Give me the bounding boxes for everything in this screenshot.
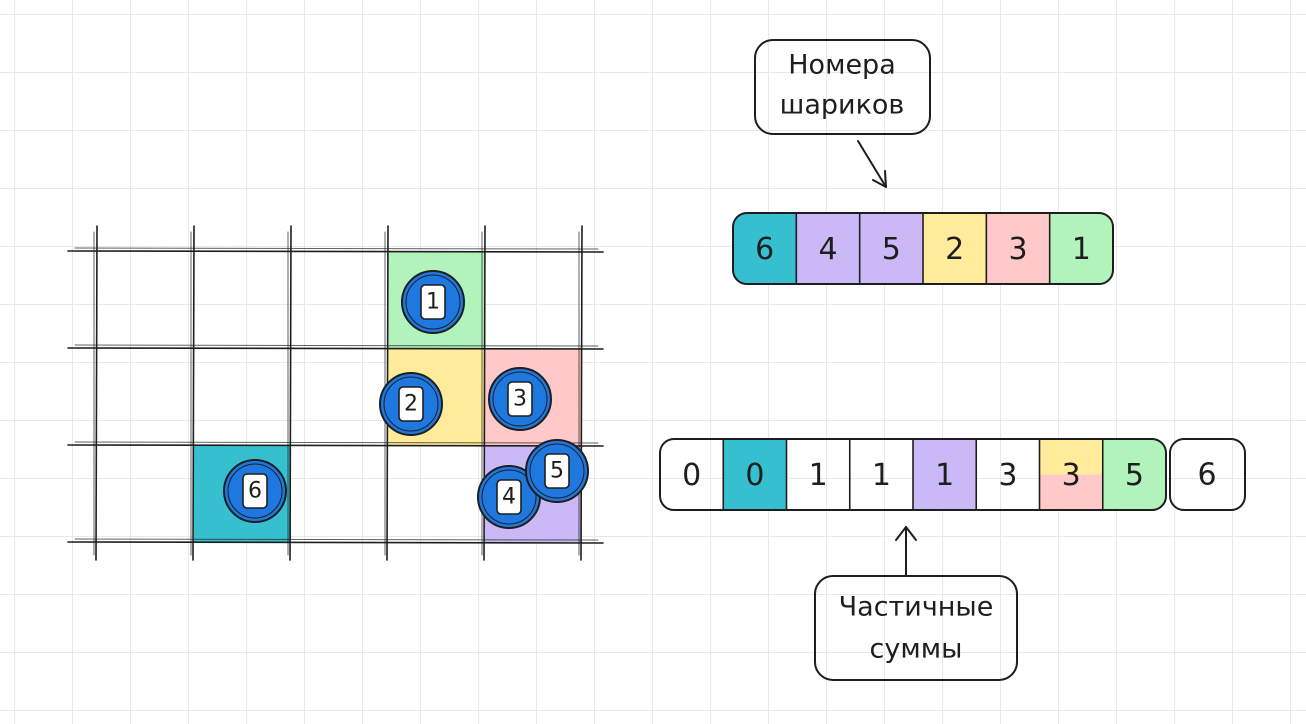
cell-value: 0 [682,458,701,493]
arrow-down-icon [857,140,887,188]
ball-numbers-array: 6 4 5 2 3 1 [732,212,1114,285]
cell-fill-purple [859,213,923,284]
cell-fill-teal [723,439,787,510]
ball-numbers-callout-line1: Номера [788,50,896,81]
partial-sums-callout: Частичные суммы [814,575,1018,681]
cell-fill-yellow [923,213,987,284]
partial-sums-last-cell: 6 [1169,438,1246,511]
ball-tag [507,381,533,417]
cell-fill-teal [733,213,797,284]
cell-fill-purple [913,439,977,510]
ball-label: 3 [513,387,527,412]
ball-tag [398,386,424,422]
cell-fill-yellow [1039,439,1103,475]
ball-numbers-dividers [795,212,1051,285]
cell-value: 5 [1125,458,1144,493]
cell-value: 3 [998,458,1017,493]
cell-fill-green [1102,439,1166,510]
cell-fill-purple [796,213,860,284]
partial-sums-values: 0 0 1 1 1 3 3 5 [682,458,1144,493]
cell-value: 1 [872,458,891,493]
grid-row-line [67,250,604,253]
cell-value: 3 [1062,458,1081,493]
ball-2: 2 [379,372,443,436]
ball-numbers-fills [733,213,1113,284]
partial-sums-callout-line1: Частичные [839,592,994,623]
grid-row-line [67,444,604,447]
ball-numbers-values: 6 4 5 2 3 1 [755,232,1091,267]
ball-numbers-outline [732,212,1114,285]
ball-tag [496,479,522,515]
ball-tag [544,453,570,489]
ball-ring [227,463,283,519]
cell-value: 1 [809,458,828,493]
ball-ring [492,371,548,427]
cell-value: 6 [755,232,774,267]
ball-ring [481,469,537,525]
cell-value: 1 [1072,232,1091,267]
ball-3: 3 [488,367,552,431]
grid-row-line [74,247,599,250]
grid-col-line [95,225,98,561]
ball-label: 5 [550,459,564,484]
partial-sums-callout-line2: суммы [870,634,963,665]
ball-grid: 1 2 3 6 4 5 [67,225,604,561]
partial-sums-outline [659,438,1167,511]
ball-1: 1 [401,270,465,334]
ball-label: 1 [426,290,440,315]
partial-sums-dividers [722,438,1104,511]
cell-value: 3 [1008,232,1027,267]
cell-fill-pink [1039,474,1103,510]
ball-ring [405,274,461,330]
ball-label: 2 [404,392,418,417]
cell-value: 4 [818,232,837,267]
cell-value: 1 [935,458,954,493]
arrow-up-icon [895,526,917,576]
grid-col-line [580,225,583,561]
partial-sums-array: 0 0 1 1 1 3 3 5 [659,438,1167,511]
grid-row-line [74,344,599,347]
cell-value: 0 [745,458,764,493]
grid-row-line [74,538,599,541]
partial-sums-last-value: 6 [1197,458,1216,493]
ball-tag [420,284,446,320]
ball-4: 4 [477,465,541,529]
grid-col-line [289,225,292,561]
grid-balls: 1 2 3 6 4 5 [223,270,589,529]
grid-row-line [67,347,604,350]
grid-row-line [74,441,599,444]
ball-ring [383,376,439,432]
ball-numbers-callout: Номера шариков [754,39,931,135]
ball-5: 5 [525,439,589,503]
ball-tag [242,473,268,509]
grid-row-line [67,541,604,544]
cell-value: 2 [945,232,964,267]
grid-col-line [192,225,195,561]
cell-fill-pink [986,213,1050,284]
ball-ring [529,443,585,499]
cell-value: 5 [882,232,901,267]
cell-fill-green [1049,213,1113,284]
ball-label: 6 [248,479,262,504]
ball-label: 4 [502,485,516,510]
ball-numbers-callout-line2: шариков [780,90,905,121]
ball-6: 6 [223,459,287,523]
partial-sums-fills [723,439,1166,510]
